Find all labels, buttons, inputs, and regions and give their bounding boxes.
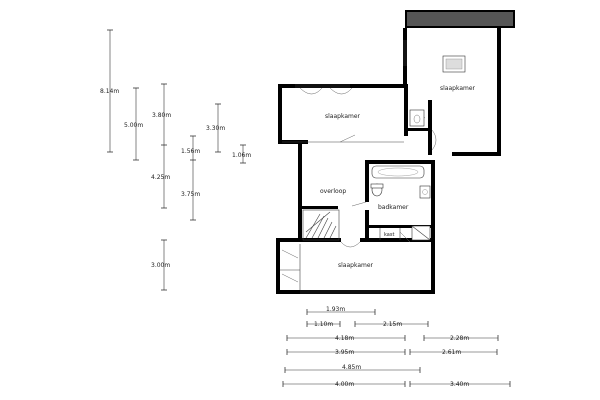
dim-1-10-label: 1.10m — [314, 321, 333, 328]
wall-bath-bottom — [365, 225, 435, 228]
wall-top-bedroom-left — [278, 84, 282, 144]
dim-1-06-label: 1.06m — [232, 152, 251, 159]
dim-2-15: 2.15m — [354, 321, 429, 328]
wall-stair-top — [298, 206, 338, 209]
dim-1-06: 1.06m — [232, 144, 251, 164]
room-label-kast: kast — [384, 232, 394, 238]
door-closet-2 — [281, 273, 299, 283]
walls — [276, 10, 515, 294]
dim-4-85: 4.85m — [284, 364, 421, 373]
wall-right-bedroom-left-upper — [403, 28, 407, 86]
door-closet-1 — [281, 249, 299, 259]
wall-bottom-bedroom-bottom — [276, 290, 435, 294]
wall-right-bedroom-left-lower — [428, 100, 432, 155]
door-kast — [399, 231, 411, 243]
room-label-slaapkamer-top: slaapkamer — [325, 113, 361, 120]
wall-bottom-bedroom-left — [276, 238, 280, 294]
dim-3-95: 3.95m — [286, 349, 406, 356]
dim-3-00-label: 3.00m — [151, 262, 170, 269]
door-bottom-bedroom — [340, 241, 361, 248]
dim-2-28: 2.28m — [423, 335, 499, 342]
wall-top-bedroom-top — [278, 84, 408, 88]
dim-1-56: 1.56m — [181, 135, 200, 161]
wall-bottom-bedroom-top-right — [360, 238, 435, 242]
wall-right-bedroom-bottom — [452, 152, 501, 156]
door-top-bedroom-left — [299, 87, 323, 95]
dim-3-75: 3.75m — [181, 160, 200, 221]
dim-3-30: 3.30m — [206, 103, 225, 153]
windows — [295, 40, 420, 294]
room-labels: slaapkamer slaapkamer overloop badkamer … — [320, 85, 476, 269]
dim-3-80-label: 3.80m — [152, 112, 171, 119]
dim-2-15-label: 2.15m — [383, 321, 402, 328]
wall-bottom-bedroom-right — [431, 238, 435, 294]
dim-1-10: 1.10m — [306, 321, 341, 328]
dim-1-93-label: 1.93m — [326, 306, 345, 313]
dim-8-14: 8.14m — [100, 29, 119, 153]
room-label-overloop: overloop — [320, 188, 346, 195]
door-top-bedroom-right — [329, 87, 353, 95]
dim-4-85-label: 4.85m — [342, 364, 361, 371]
dim-4-25: 4.25m — [151, 145, 170, 209]
dim-1-93: 1.93m — [306, 306, 376, 315]
bath-sink — [419, 185, 431, 199]
dim-3-00: 3.00m — [151, 239, 170, 291]
dim-5-00: 5.00m — [124, 87, 143, 161]
wall-top-bedroom-right — [404, 86, 408, 136]
balcony-fill — [407, 12, 513, 26]
wall-right-bedroom-right — [497, 28, 501, 156]
door-right-bedroom — [431, 129, 437, 151]
dim-3-40-label: 3.40m — [450, 381, 469, 388]
dim-8-14-label: 8.14m — [100, 88, 119, 95]
dim-4-18: 4.18m — [286, 335, 406, 342]
wall-bath-right — [431, 160, 435, 242]
dim-1-56-label: 1.56m — [181, 148, 200, 155]
dim-3-40: 3.40m — [409, 381, 511, 388]
dim-2-61-label: 2.61m — [442, 349, 461, 356]
room-label-badkamer: badkamer — [378, 204, 409, 211]
wc-toilet — [409, 109, 425, 127]
dim-5-00-label: 5.00m — [124, 122, 143, 129]
dim-3-30-label: 3.30m — [206, 125, 225, 132]
dim-3-80: 3.80m — [152, 83, 171, 146]
room-label-slaapkamer-bottom: slaapkamer — [338, 262, 374, 269]
dim-4-18-label: 4.18m — [335, 335, 354, 342]
dim-4-00: 4.00m — [282, 381, 406, 388]
wall-wc-bottom — [404, 128, 432, 131]
door-top-bedroom-entry — [339, 134, 356, 143]
wall-bath-left-lower — [365, 210, 369, 242]
door-bath — [351, 201, 367, 207]
wall-bath-top — [365, 160, 435, 164]
staircase — [302, 209, 340, 241]
fixtures — [370, 55, 466, 241]
dim-2-28-label: 2.28m — [450, 335, 469, 342]
dim-3-95-label: 3.95m — [335, 349, 354, 356]
horizontal-dimensions: 1.93m 1.10m 2.15m 4.18m 2.28m — [282, 306, 511, 388]
partitions — [280, 141, 404, 290]
dim-4-25-label: 4.25m — [151, 174, 170, 181]
dim-4-00-label: 4.00m — [335, 381, 354, 388]
vertical-dimensions: 8.14m 5.00m 3.80m 3.30m 1.56m — [100, 29, 251, 291]
room-label-slaapkamer-right: slaapkamer — [440, 85, 476, 92]
wall-overloop-left — [298, 140, 302, 240]
dim-3-75-label: 3.75m — [181, 191, 200, 198]
dim-2-61: 2.61m — [409, 349, 498, 356]
wall-bath-left — [365, 160, 369, 202]
